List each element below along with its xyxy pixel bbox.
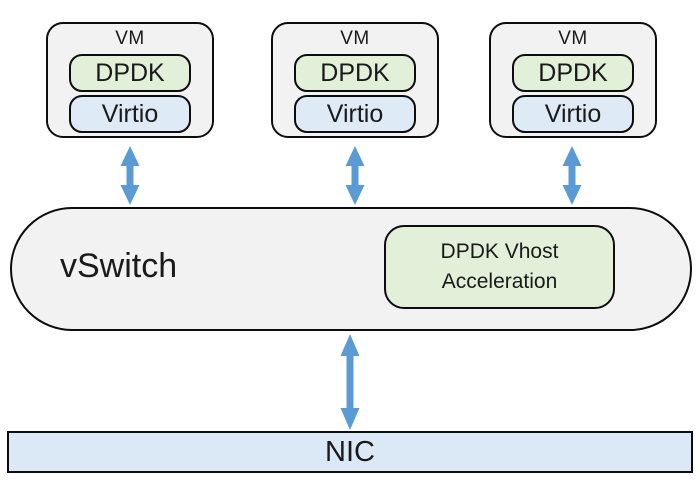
vswitch-label: vSwitch	[60, 247, 178, 286]
vm2-vswitch-arrow-icon	[345, 146, 365, 205]
virtio-chip-label: Virtio	[544, 99, 602, 128]
dpdk-chip: DPDK	[69, 54, 191, 92]
dpdk-chip: DPDK	[294, 54, 416, 92]
nic-label: NIC	[325, 435, 375, 468]
vm3-vswitch-arrow-icon	[562, 146, 582, 205]
vm-label: VM	[115, 28, 145, 49]
dpdk-chip-label: DPDK	[95, 58, 165, 87]
virtio-chip: Virtio	[69, 95, 191, 133]
nic-bar: NIC	[7, 431, 693, 473]
virtio-chip: Virtio	[512, 95, 634, 133]
vswitch-box: vSwitch DPDK Vhost Acceleration	[10, 207, 692, 331]
vm-label: VM	[558, 28, 588, 49]
vm1-vswitch-arrow-icon	[120, 146, 140, 205]
virtio-chip-label: Virtio	[101, 99, 159, 128]
dpdk-chip: DPDK	[512, 54, 634, 92]
vswitch-nic-arrow-icon	[340, 334, 360, 430]
virtio-chip: Virtio	[294, 95, 416, 133]
dpdk-vhost-acceleration-label: DPDK Vhost Acceleration	[440, 240, 559, 293]
dpdk-chip-label: DPDK	[538, 58, 608, 87]
dpdk-chip-label: DPDK	[320, 58, 390, 87]
vm-box-1: VM DPDK Virtio	[46, 22, 214, 138]
vm-label: VM	[340, 28, 370, 49]
vm-box-3: VM DPDK Virtio	[489, 22, 657, 138]
virtio-chip-label: Virtio	[326, 99, 384, 128]
vm-box-2: VM DPDK Virtio	[271, 22, 439, 138]
dpdk-vhost-acceleration-box: DPDK Vhost Acceleration	[384, 225, 615, 309]
